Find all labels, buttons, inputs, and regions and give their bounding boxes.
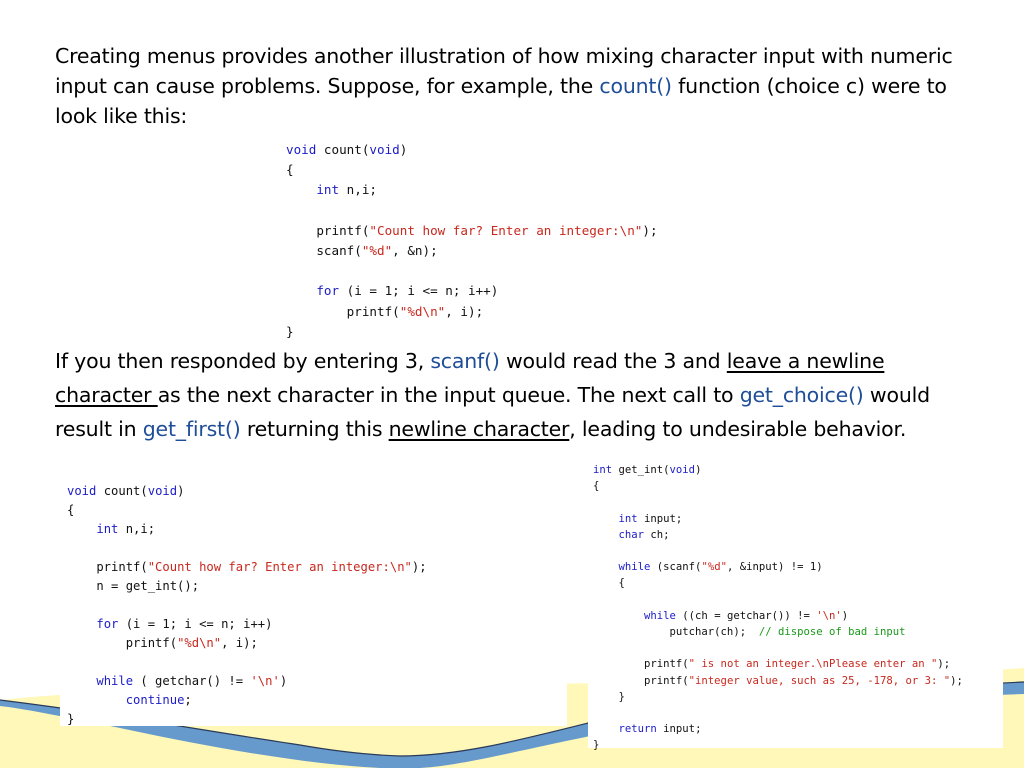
count-function-ref: count() <box>599 74 672 98</box>
underlined-phrase-1: leave a newline character <box>55 349 885 407</box>
code-line: scanf("%d", &n); <box>286 243 438 259</box>
count-revised-code-listing: void count(void) { int n,i; printf("Count… <box>60 482 567 726</box>
explanation-text-5: returning this <box>240 417 389 441</box>
code-line: continue; <box>125 693 192 707</box>
code-line <box>593 705 1003 721</box>
code-line: int get_int(void) <box>593 464 702 476</box>
code-line: printf(" is not an integer.\nPlease ente… <box>593 658 951 671</box>
code-line: printf("integer value, such as 25, -178,… <box>593 674 963 687</box>
code-line <box>593 640 1003 656</box>
get-int-code-listing: int get_int(void) { int input; char ch; w… <box>588 462 1003 751</box>
code-line <box>67 653 567 672</box>
code-line: while ((ch = getchar()) != '\n') <box>644 609 849 622</box>
code-line: putchar(ch); // dispose of bad input <box>593 626 906 639</box>
code-line: while (scanf("%d", &input) != 1) <box>618 561 823 574</box>
code-line: n = get_int(); <box>67 579 200 593</box>
code-line: } <box>593 690 625 703</box>
explanation-text-1: If you then responded by entering 3, <box>55 349 431 373</box>
code-line: printf("%d\n", i); <box>67 636 258 650</box>
code-line <box>286 201 586 221</box>
code-line: } <box>67 712 75 726</box>
code-line <box>67 596 567 615</box>
code-line: int n,i; <box>316 182 378 198</box>
code-line: { <box>286 162 294 178</box>
explanation-text-6: , leading to undesirable behavior. <box>569 417 907 441</box>
code-line <box>593 494 1003 510</box>
code-line <box>593 543 1003 559</box>
code-line: printf("%d\n", i); <box>286 303 484 319</box>
code-line: int n,i; <box>96 522 156 536</box>
explanation-text-4: would result in <box>55 383 930 441</box>
code-line: } <box>593 739 600 752</box>
code-line: { <box>593 577 625 590</box>
intro-paragraph: Creating menus provides another illustra… <box>55 41 955 131</box>
code-line: char ch; <box>618 528 670 541</box>
get-first-function-ref: get_first() <box>142 417 241 441</box>
code-line: { <box>593 480 600 493</box>
intro-text-1: Creating menus provides another illustra… <box>55 44 953 98</box>
count-code-listing: void count(void) { int n,i; printf("Count… <box>278 140 658 340</box>
underlined-phrase-2: newline character <box>388 417 570 441</box>
explanation-paragraph: If you then responded by entering 3, sca… <box>55 344 975 446</box>
code-line: for (i = 1; i <= n; i++) <box>316 283 499 299</box>
code-line: for (i = 1; i <= n; i++) <box>96 617 273 631</box>
code-line: void count(void) <box>67 484 185 498</box>
code-line: printf("Count how far? Enter an integer:… <box>286 222 658 238</box>
code-line <box>593 592 1003 608</box>
explanation-text-2: would read the 3 and <box>499 349 727 373</box>
code-line <box>67 539 567 558</box>
code-line: void count(void) <box>286 142 408 157</box>
code-line <box>286 261 586 281</box>
code-line: } <box>286 323 294 339</box>
code-line: return input; <box>618 723 702 736</box>
code-line: int input; <box>618 512 683 525</box>
scanf-function-ref: scanf() <box>430 349 500 373</box>
code-line: printf("Count how far? Enter an integer:… <box>67 560 427 574</box>
get-choice-function-ref: get_choice() <box>739 383 864 407</box>
intro-text-2: function (choice c) were to look like th… <box>55 74 947 128</box>
code-line: while ( getchar() != '\n') <box>96 674 288 688</box>
code-line: { <box>67 503 75 517</box>
explanation-text-3: as the next character in the input queue… <box>157 383 740 407</box>
